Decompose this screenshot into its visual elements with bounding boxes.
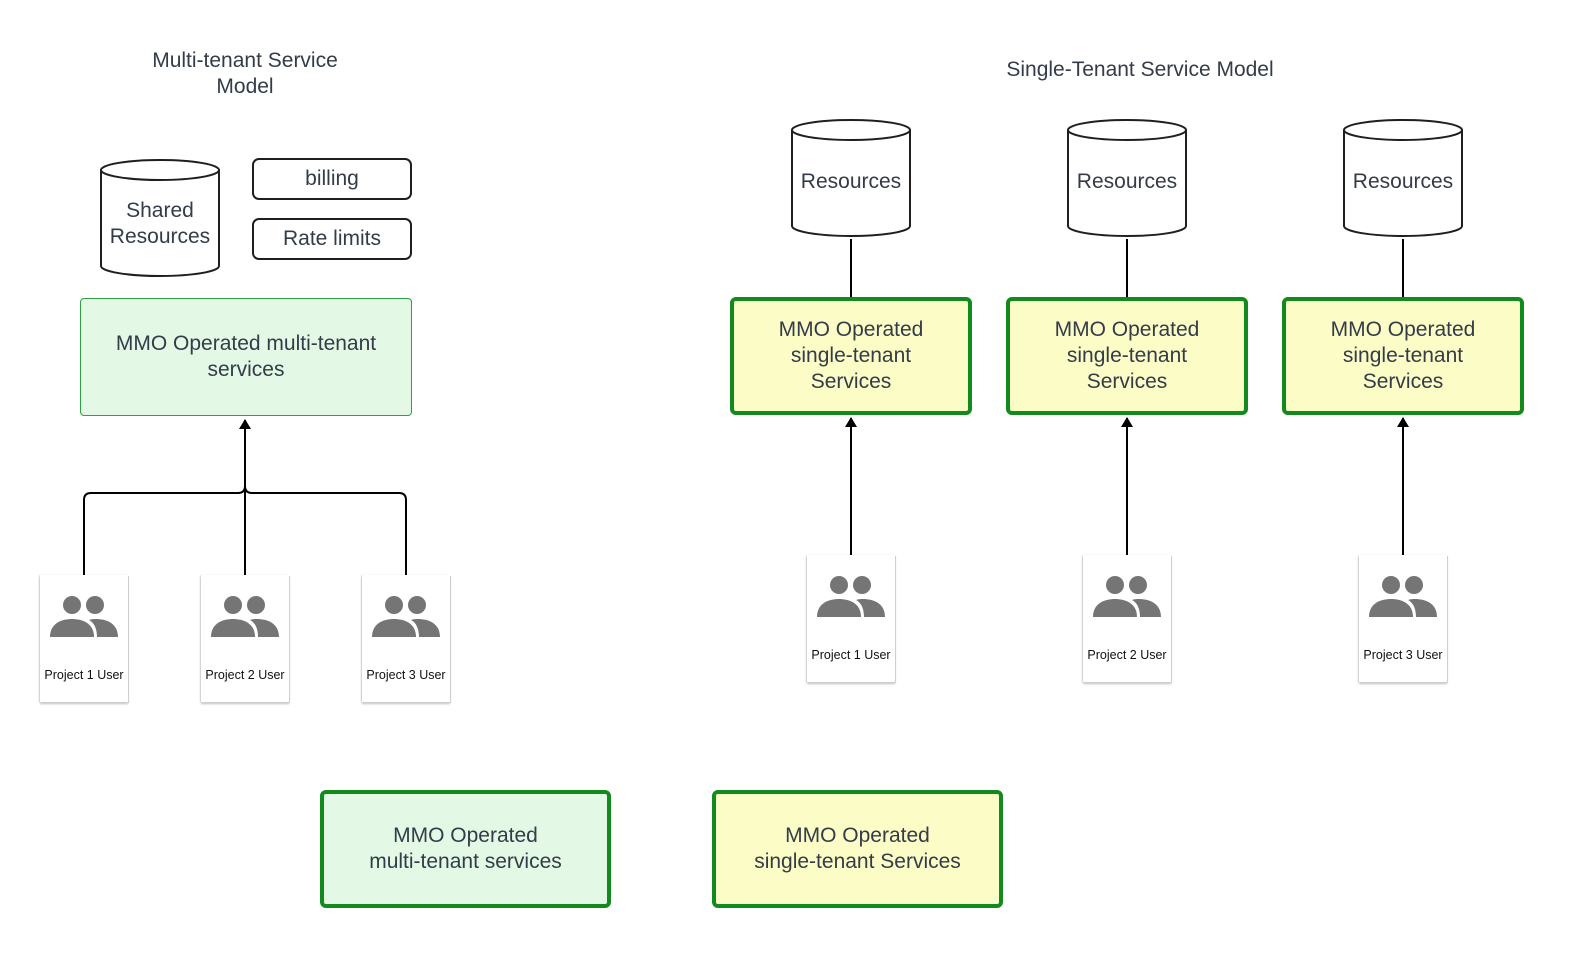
single-user-card-1: Project 1 User (807, 555, 895, 682)
multi-user-card-1: Project 1 User (40, 575, 128, 702)
multi-tenant-service-box: MMO Operated multi-tenant services (80, 298, 412, 416)
shared-resources-cylinder: Shared Resources (99, 158, 221, 280)
single-user-arrows (845, 417, 1409, 555)
people-icon (50, 596, 118, 637)
legend-multi-tenant: MMO Operated multi-tenant services (320, 790, 611, 908)
database-cylinder-icon (791, 119, 911, 237)
multi-user-label: Project 3 User (366, 668, 446, 682)
resources-cylinder-3: Resources (1342, 118, 1464, 240)
database-cylinder-icon (100, 159, 220, 277)
resources-label: Resources (800, 170, 902, 193)
database-cylinder-icon (1343, 119, 1463, 237)
people-icon (1369, 576, 1437, 617)
multi-user-label: Project 2 User (205, 668, 285, 682)
people-icon (1093, 576, 1161, 617)
single-tenant-title: Single-Tenant Service Model (1006, 58, 1274, 81)
multi-user-connectors (83, 419, 407, 575)
single-tenant-service-box-2: MMO Operated single-tenant Services (1006, 297, 1248, 415)
billing-box: billing (252, 158, 412, 200)
people-icon (817, 576, 885, 617)
single-user-card-2: Project 2 User (1083, 555, 1171, 682)
multi-user-card-3: Project 3 User (362, 575, 450, 702)
multi-user-label: Project 1 User (44, 668, 124, 682)
single-user-label: Project 1 User (811, 648, 891, 662)
resources-label: Resources (1076, 170, 1178, 193)
single-user-label: Project 3 User (1363, 648, 1443, 662)
resources-cylinder-2: Resources (1066, 118, 1188, 240)
resources-label: Resources (1352, 170, 1454, 193)
people-icon (211, 596, 279, 637)
single-tenant-service-box-1: MMO Operated single-tenant Services (730, 297, 972, 415)
people-icon (372, 596, 440, 637)
single-user-label: Project 2 User (1087, 648, 1167, 662)
database-cylinder-icon (1067, 119, 1187, 237)
multi-user-card-2: Project 2 User (201, 575, 289, 702)
single-tenant-service-box-3: MMO Operated single-tenant Services (1282, 297, 1524, 415)
legend-single-tenant: MMO Operated single-tenant Services (712, 790, 1003, 908)
multi-tenant-title: Multi-tenant Service Model (152, 49, 338, 98)
single-resource-connectors (850, 239, 1404, 297)
shared-resources-label: Shared Resources (109, 199, 211, 248)
single-user-card-3: Project 3 User (1359, 555, 1447, 682)
rate-limits-box: Rate limits (252, 218, 412, 260)
resources-cylinder-1: Resources (790, 118, 912, 240)
